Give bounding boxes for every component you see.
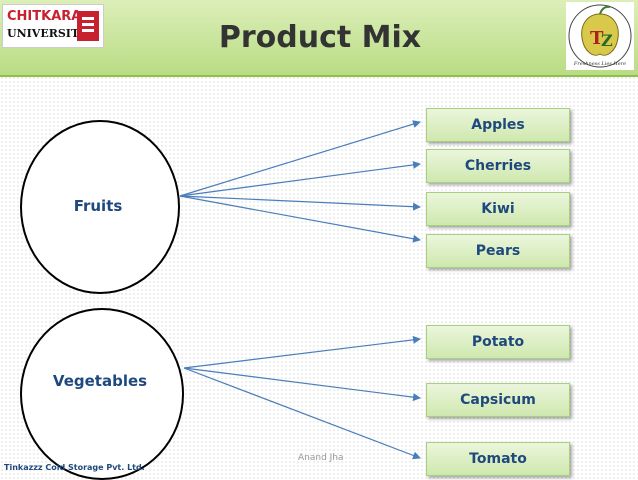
item-box-kiwi: Kiwi [426, 192, 570, 226]
tinkazzz-logo: T Z Freshness Lies Here [566, 2, 634, 70]
item-box-cherries: Cherries [426, 149, 570, 183]
fruits-oval [20, 120, 180, 294]
arrow-fruits-kiwi [179, 195, 421, 211]
item-box-capsicum: Capsicum [426, 383, 570, 417]
chitkara-university-logo: CHITKARA UNIVERSITY [2, 4, 104, 48]
item-box-tomato: Tomato [426, 442, 570, 476]
logo-caption: Freshness Lies Here [573, 61, 626, 67]
footer-author: Anand Jha [298, 453, 344, 463]
item-box-pears: Pears [426, 234, 570, 268]
header-band: CHITKARA UNIVERSITY Product Mix T Z Fres… [0, 0, 638, 77]
page-title: Product Mix [218, 20, 422, 55]
svg-text:T: T [590, 28, 604, 49]
arrow-veg-capsicum [183, 367, 421, 402]
logo-word-chitkara: CHITKARA [7, 9, 82, 24]
arrow-fruits-pears [179, 195, 421, 243]
item-box-apples: Apples [426, 108, 570, 142]
group-label-fruits: Fruits [73, 197, 123, 215]
arrow-fruits-cherries [179, 160, 421, 197]
footer-company: Tinkazzz Cold Storage Pvt. Ltd. [4, 463, 145, 472]
svg-text:Z: Z [601, 31, 613, 50]
item-box-potato: Potato [426, 325, 570, 359]
apple-logo-icon: T Z Freshness Lies Here [568, 4, 632, 68]
vegetables-oval [20, 308, 184, 480]
arrow-veg-tomato [183, 367, 421, 460]
logo-word-university: UNIVERSITY [7, 27, 87, 40]
arrow-veg-potato [183, 335, 421, 369]
group-label-vegetables: Vegetables [52, 372, 148, 390]
arrow-fruits-apples [179, 120, 421, 197]
logo-mark-icon [77, 11, 99, 41]
